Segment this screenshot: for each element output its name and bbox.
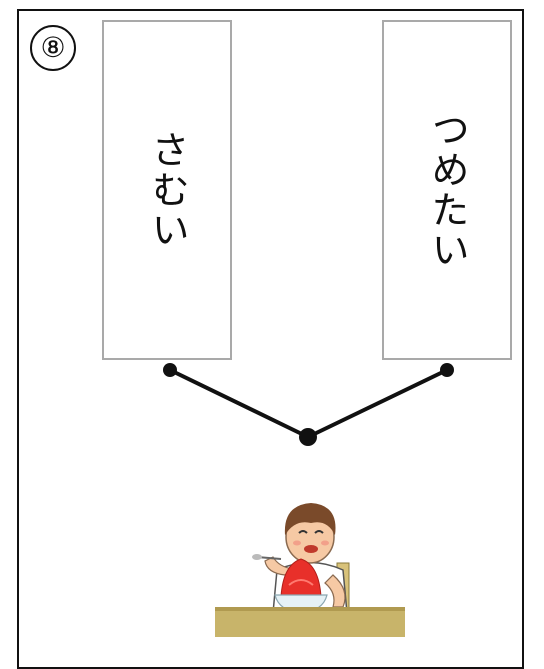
connector-dot-left (163, 363, 177, 377)
connector-dot-center (299, 428, 317, 446)
connector-dot-right (440, 363, 454, 377)
word-card-right-text: つめたい (425, 110, 469, 270)
word-card-left-text: さむい (145, 130, 189, 250)
boy-eating-shaved-ice-icon (215, 503, 405, 637)
question-number-label: ⑧ (40, 31, 66, 64)
question-number-badge: ⑧ (30, 25, 76, 71)
word-card-right[interactable]: つめたい (382, 20, 512, 360)
word-card-left[interactable]: さむい (102, 20, 232, 360)
connector-line-left (168, 368, 310, 439)
connector-line-right (306, 368, 449, 439)
connector-lines (163, 363, 454, 446)
